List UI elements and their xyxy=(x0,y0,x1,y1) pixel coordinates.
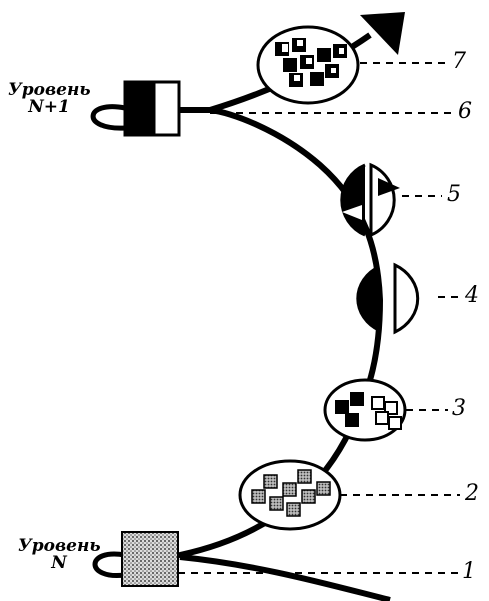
stage-2-oval xyxy=(240,461,340,529)
level-n-value: N xyxy=(18,555,100,572)
level-n-block xyxy=(122,532,178,586)
level-n1-value: N+1 xyxy=(8,99,90,116)
stage-number-1: 1 xyxy=(462,561,476,583)
curve-tail-bottom xyxy=(180,557,390,600)
stage-number-6: 6 xyxy=(458,101,472,123)
loop-top-icon xyxy=(93,107,125,128)
level-n1-block xyxy=(125,82,179,135)
stage-number-2: 2 xyxy=(465,483,479,505)
stage-4-halves xyxy=(356,265,417,332)
stage-number-3: 3 xyxy=(452,398,466,420)
stage-7-oval xyxy=(258,27,358,103)
stage-5-split-circle xyxy=(342,165,400,235)
level-n1-label: Уровень N+1 xyxy=(8,82,90,116)
stage-number-5: 5 xyxy=(447,184,461,206)
arrow-head-icon xyxy=(360,12,405,55)
level-n-label: Уровень N xyxy=(18,538,100,572)
stage-number-4: 4 xyxy=(465,285,479,307)
stage-3-oval xyxy=(325,380,405,440)
stage-number-7: 7 xyxy=(452,51,466,73)
